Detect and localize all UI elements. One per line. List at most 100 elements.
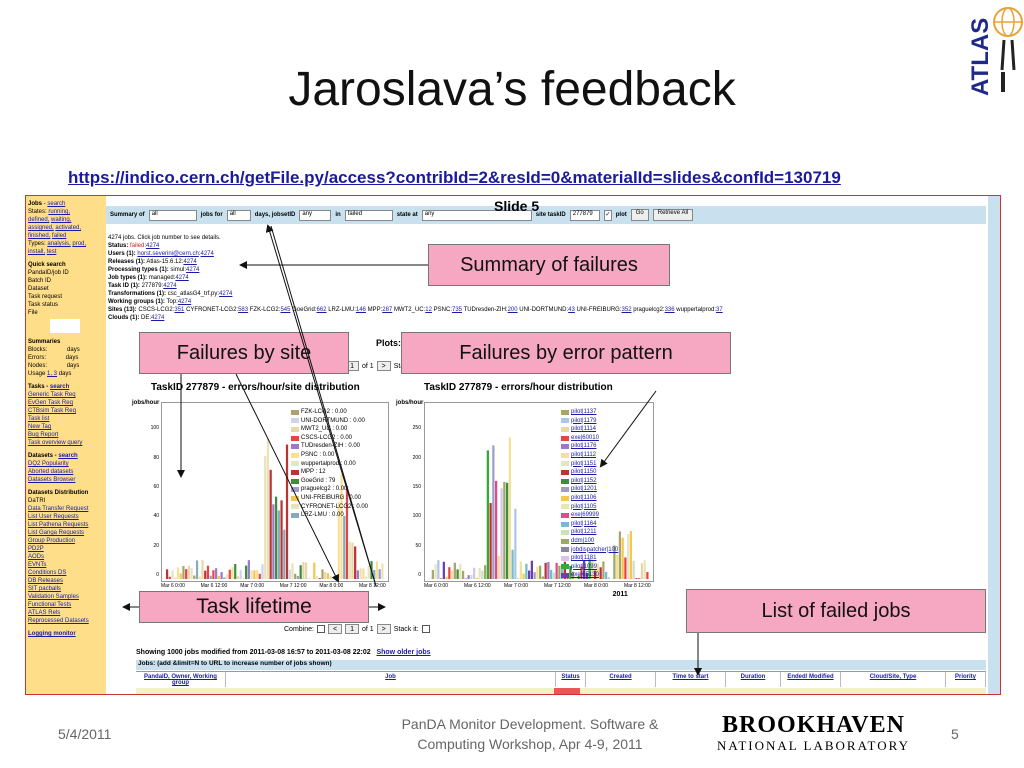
- nav-tasks-search[interactable]: search: [49, 384, 70, 390]
- legend-entry[interactable]: GoeGrid : 79: [291, 477, 368, 486]
- nav-waiting[interactable]: waiting,: [51, 217, 72, 223]
- legend-entry[interactable]: pilot|1164: [561, 520, 618, 529]
- col-created[interactable]: Created: [586, 672, 656, 687]
- quick-search-input[interactable]: [50, 319, 80, 333]
- site-count[interactable]: 583: [238, 307, 249, 313]
- col-cloud-site[interactable]: Cloud/Site, Type: [841, 672, 946, 687]
- nav-running[interactable]: running,: [48, 209, 71, 215]
- legend-entry[interactable]: CSCS-LCG2 : 0.00: [291, 434, 368, 443]
- prev-page-button[interactable]: <: [327, 624, 343, 634]
- site-count[interactable]: 43: [568, 307, 575, 313]
- nav-dataset-link[interactable]: DQ2 Popularity: [28, 461, 69, 467]
- nav-test[interactable]: test: [46, 249, 57, 255]
- nav-failed[interactable]: failed: [52, 233, 67, 239]
- legend-entry[interactable]: LRZ-LMU : 0.00: [291, 511, 368, 520]
- site-count[interactable]: 287: [382, 307, 393, 313]
- nav-prod[interactable]: prod,: [72, 241, 87, 247]
- nav-task-link[interactable]: CTBsim Task Req: [28, 408, 76, 414]
- legend-entry[interactable]: pilot|1114: [561, 425, 618, 434]
- nav-task-link[interactable]: Bug Report: [28, 432, 59, 438]
- legend-entry[interactable]: PSNC : 0.00: [291, 451, 368, 460]
- site-count[interactable]: 735: [451, 307, 462, 313]
- legend-entry[interactable]: pilot|1211: [561, 528, 618, 537]
- nav-analysis[interactable]: analysis,: [47, 241, 71, 247]
- nav-misc-link[interactable]: AODs: [28, 554, 45, 560]
- summary-proc-count[interactable]: 4274: [186, 267, 200, 273]
- legend-entry[interactable]: pilot|1151: [561, 460, 618, 469]
- legend-entry[interactable]: pilot|1106: [561, 494, 618, 503]
- nav-dist-link[interactable]: List Pathena Requests: [28, 522, 89, 528]
- summary-status-count[interactable]: 4274: [146, 243, 160, 249]
- legend-entry[interactable]: MPP : 12: [291, 468, 368, 477]
- col-ended[interactable]: Ended/ Modified: [781, 672, 841, 687]
- legend-entry[interactable]: exe|69999: [561, 511, 618, 520]
- nav-dist-link[interactable]: List User Requests: [28, 514, 79, 520]
- legend-entry[interactable]: exe|60010: [561, 434, 618, 443]
- nav-jobs-search[interactable]: search: [47, 201, 66, 207]
- legend-entry[interactable]: praguelcg2 : 0.00: [291, 485, 368, 494]
- plot-checkbox[interactable]: ✓: [603, 209, 612, 221]
- legend-entry[interactable]: pilot|1099: [561, 563, 618, 572]
- summary-clouds-count[interactable]: 4274: [151, 315, 165, 321]
- col-priority[interactable]: Priority: [946, 672, 986, 687]
- next-page-button[interactable]: >: [376, 624, 391, 634]
- nav-task-link[interactable]: EvGen Task Req: [28, 400, 73, 406]
- nav-misc-link[interactable]: Reprocessed Datasets: [28, 618, 89, 624]
- scrollbar[interactable]: [988, 196, 1000, 694]
- nav-install[interactable]: install,: [28, 249, 46, 255]
- legend-entry[interactable]: exe|65130: [561, 571, 618, 580]
- nav-dist-link[interactable]: Group Production: [28, 538, 76, 544]
- site-count[interactable]: 662: [316, 307, 327, 313]
- col-pandaid[interactable]: PandaID, Owner, Working group: [136, 672, 226, 687]
- legend-entry[interactable]: pilot|1150: [561, 468, 618, 477]
- nav-finished[interactable]: finished,: [28, 233, 51, 239]
- nav-misc-link[interactable]: DB Releases: [28, 578, 64, 584]
- site-count[interactable]: 12: [425, 307, 432, 313]
- legend-entry[interactable]: UNI-FREIBURG : 0.00: [291, 494, 368, 503]
- legend-entry[interactable]: pilot|1179: [561, 417, 618, 426]
- nav-misc-link[interactable]: Conditions DS: [28, 570, 67, 576]
- nav-task-link[interactable]: Generic Task Req: [28, 392, 76, 398]
- summary-transf-count[interactable]: 4274: [219, 291, 233, 297]
- legend-entry[interactable]: TUDresden-ZIH : 0.00: [291, 442, 368, 451]
- summary-users-count[interactable]: 4274: [200, 251, 214, 257]
- site-count[interactable]: 352: [621, 307, 632, 313]
- state-select[interactable]: failed: [344, 209, 393, 221]
- stack-checkbox[interactable]: [421, 625, 430, 633]
- site-count[interactable]: 336: [664, 307, 675, 313]
- summary-users-value[interactable]: horst.severini@cern.ch: [137, 251, 199, 257]
- page-select[interactable]: 1: [345, 624, 359, 634]
- nav-dist-link[interactable]: List Ganga Requests: [28, 530, 85, 536]
- col-status[interactable]: Status: [556, 672, 586, 687]
- summary-jobtypes-count[interactable]: 4274: [175, 275, 189, 281]
- site-count[interactable]: 37: [715, 307, 723, 313]
- legend-entry[interactable]: pilot|1152: [561, 477, 618, 486]
- nav-dataset-link[interactable]: Datasets Browser: [28, 477, 76, 483]
- job-type-select[interactable]: all: [148, 209, 197, 221]
- legend-entry[interactable]: CYFRONET-LCG2 : 0.00: [291, 503, 368, 512]
- nav-usage-links[interactable]: 1, 3: [47, 371, 58, 377]
- nav-task-link[interactable]: Task list: [28, 416, 50, 422]
- legend-entry[interactable]: pilot|1105: [561, 503, 618, 512]
- jobset-input[interactable]: any: [299, 209, 332, 221]
- go-button[interactable]: Go: [630, 209, 649, 221]
- nav-defined[interactable]: defined,: [28, 217, 50, 223]
- site-count[interactable]: 545: [280, 307, 291, 313]
- site-count[interactable]: 351: [174, 307, 185, 313]
- site-count[interactable]: 146: [355, 307, 366, 313]
- nav-logging-monitor[interactable]: Logging monitor: [28, 631, 76, 637]
- legend-entry[interactable]: pilot|1137: [561, 408, 618, 417]
- nav-dist-link[interactable]: Data Transfer Request: [28, 506, 89, 512]
- legend-entry[interactable]: pilot|1181: [561, 554, 618, 563]
- legend-entry[interactable]: pilot|1176: [561, 442, 618, 451]
- combine-checkbox[interactable]: [316, 625, 325, 633]
- nav-misc-link[interactable]: Functional Tests: [28, 602, 72, 608]
- summary-taskid-count[interactable]: 4274: [163, 283, 177, 289]
- days-input[interactable]: all: [226, 209, 251, 221]
- legend-entry[interactable]: wuppertalprod : 0.00: [291, 460, 368, 469]
- table-row[interactable]: [136, 688, 986, 694]
- next-page-button[interactable]: >: [376, 361, 391, 371]
- summary-releases-count[interactable]: 4274: [183, 259, 197, 265]
- summary-wg-count[interactable]: 4274: [177, 299, 192, 305]
- nav-misc-link[interactable]: SIT pacballs: [28, 586, 61, 592]
